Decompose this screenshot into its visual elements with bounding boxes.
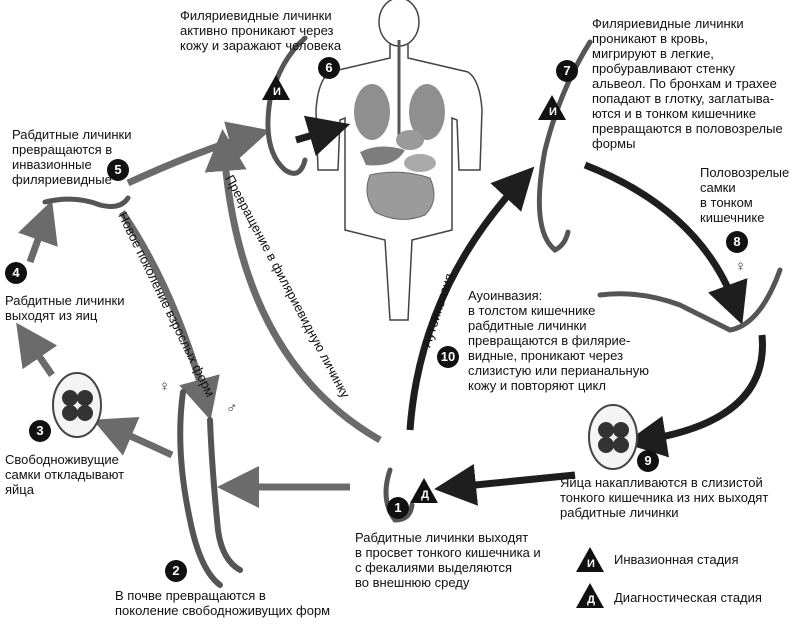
free-living-female [177, 389, 223, 588]
label-autoinvasion: Аутоинвазия [419, 271, 457, 349]
arrow-8-to-9 [624, 334, 766, 458]
step-9-number: 9 [637, 450, 659, 472]
legend-invasive-triangle [576, 547, 604, 572]
heart [396, 130, 424, 150]
arrow-transform [204, 129, 382, 444]
adult-female-step8 [597, 267, 783, 333]
free-living-adults [177, 389, 243, 588]
legend-diagnostic-label: Диагностическая стадия [614, 590, 762, 605]
female-symbol-step2: ♀ [159, 378, 171, 395]
liver [360, 146, 405, 166]
egg-step3 [52, 372, 102, 438]
larva-step6 [265, 35, 308, 176]
female-symbol-step8: ♀ [735, 258, 747, 275]
legend-invasive-marker: И [587, 558, 595, 570]
legend-diagnostic-marker: Д [587, 594, 595, 606]
larvae [42, 35, 783, 523]
step-8-text: Половозрелые самки в тонком кишечнике [700, 165, 790, 225]
invasive-marker-7: И [549, 106, 557, 118]
legend-diagnostic-triangle [576, 583, 604, 608]
arrow-6-to-body [295, 115, 351, 157]
diagnostic-marker-1: Д [421, 489, 429, 501]
dark-arrows [295, 115, 766, 506]
arrow-7-to-8 [583, 161, 748, 325]
free-living-male [207, 417, 243, 573]
step-7-text: Филяриевидные личинки проникают в кровь,… [592, 16, 783, 151]
human-head [378, 0, 420, 47]
arrow-9-to-1 [434, 464, 576, 506]
internal-organs [354, 40, 445, 220]
legend-invasive-label: Инвазионная стадия [614, 552, 739, 567]
step-1-text: Рабдитные личинки выходят в просвет тонк… [355, 530, 541, 590]
human-torso [315, 44, 483, 321]
stomach [404, 154, 436, 172]
label-new-generation: Новое поколение взрослых форм [115, 210, 218, 399]
step-6-text: Филяриевидные личинки активно проникают … [180, 8, 342, 53]
step-6-number: 6 [318, 57, 340, 79]
step-5-number: 5 [107, 159, 129, 181]
larva-step5 [42, 195, 131, 209]
label-transform: Превращение в филяриевидную личинку [222, 172, 353, 400]
invasive-stage-marker-6 [262, 75, 290, 100]
arrow-3-to-4 [16, 322, 58, 377]
arrow-new-generation [119, 210, 220, 421]
step-2-number: 2 [165, 560, 187, 582]
arrow-autoinvasion [406, 166, 535, 431]
egg-step9 [588, 404, 638, 470]
step-4-number: 4 [5, 262, 27, 284]
left-lung [354, 84, 390, 140]
arrow-4-to-5 [18, 200, 58, 264]
step-9-text: Яйца накапливаются в слизистой тонкого к… [560, 475, 769, 520]
cycle-arrows [16, 121, 535, 508]
male-symbol-step2: ♂ [226, 400, 238, 417]
larva-step1 [383, 467, 415, 523]
step-3-number: 3 [29, 420, 51, 442]
intestines [366, 171, 435, 220]
invasive-marker-6: И [273, 86, 281, 98]
arrow-2-to-3 [92, 416, 174, 459]
diagnostic-stage-marker-1 [410, 478, 438, 503]
step-7-number: 7 [556, 60, 578, 82]
step-1-number: 1 [387, 497, 409, 519]
step-4-text: Рабдитные личинки выходят из яиц [5, 293, 125, 323]
step-5-text: Рабдитные личинки превращаются в инвазио… [12, 127, 132, 187]
step-10-number: 10 [437, 346, 459, 368]
larva-step7 [536, 39, 593, 253]
step-2-text: В почве превращаются в поколение свободн… [115, 588, 331, 618]
right-lung [409, 84, 445, 140]
step-10-text: Ауоинвазия: в толстом кишечнике рабдитны… [468, 288, 649, 393]
step-8-number: 8 [726, 231, 748, 253]
step-3-text: Свободноживущие самки откладывают яйца [5, 452, 125, 497]
invasive-stage-marker-7 [538, 95, 566, 120]
